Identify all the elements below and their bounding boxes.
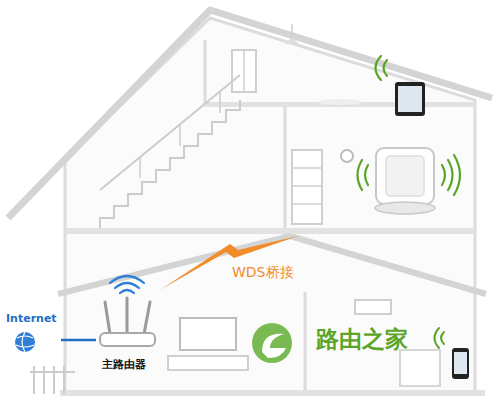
node-label: Internet xyxy=(6,312,57,325)
wardrobe xyxy=(232,50,256,92)
main-router xyxy=(100,333,155,346)
watermark-logo-mark xyxy=(262,334,286,358)
router-antenna xyxy=(126,298,129,334)
watermark-logo xyxy=(252,323,292,363)
shelf xyxy=(292,167,322,169)
fence-rail xyxy=(30,371,75,373)
router-base xyxy=(375,202,435,214)
fence-picket xyxy=(53,366,55,394)
attic-wall xyxy=(204,40,207,105)
globe-lines xyxy=(16,332,34,352)
rail-post xyxy=(139,157,141,178)
router-antenna xyxy=(105,302,110,334)
wardrobe-door xyxy=(243,50,245,92)
phone xyxy=(452,348,469,379)
shelf xyxy=(292,203,322,205)
fence-picket xyxy=(33,366,35,394)
kitchen-wall xyxy=(304,292,307,392)
stair-rail xyxy=(100,75,240,190)
rail-post xyxy=(219,91,221,113)
lamp-cord xyxy=(291,24,293,38)
fence-picket xyxy=(43,366,45,394)
wifi-signal xyxy=(376,56,388,80)
lower-roof xyxy=(58,236,486,294)
rug xyxy=(318,99,362,105)
router-panel xyxy=(386,156,424,196)
staircase xyxy=(100,100,240,228)
shelf xyxy=(292,185,322,187)
tablet xyxy=(395,82,425,116)
router-antenna xyxy=(144,302,150,334)
lamp xyxy=(285,37,299,44)
bookshelf xyxy=(292,150,322,224)
bridge-label: WDS桥接 xyxy=(232,264,294,281)
ground-floor xyxy=(60,390,485,396)
tablet-screen xyxy=(398,86,422,112)
wifi-signal xyxy=(358,160,369,190)
kitchen-counter xyxy=(400,350,440,386)
fence-picket xyxy=(63,366,65,394)
watermark: 路由之家 xyxy=(316,326,408,354)
rail-post xyxy=(179,124,181,146)
wall-clock xyxy=(341,150,353,162)
television xyxy=(180,318,236,350)
internet-node: Internet xyxy=(6,312,61,352)
tv-cabinet xyxy=(168,356,248,370)
wds-bolt xyxy=(160,236,298,290)
room-wall xyxy=(284,107,287,230)
router-node: 主路由器 xyxy=(96,285,152,371)
phone-screen xyxy=(454,352,467,374)
second-floor xyxy=(65,228,475,234)
wds-router xyxy=(376,148,434,204)
main-roof xyxy=(8,10,492,218)
wifi-signal xyxy=(110,276,144,293)
node-label: 主路由器 xyxy=(102,358,146,371)
internet-globe xyxy=(15,332,35,352)
wifi-signal xyxy=(435,328,445,348)
range-hood xyxy=(355,300,391,314)
wifi-signal xyxy=(442,155,460,195)
network-cable xyxy=(61,339,96,342)
